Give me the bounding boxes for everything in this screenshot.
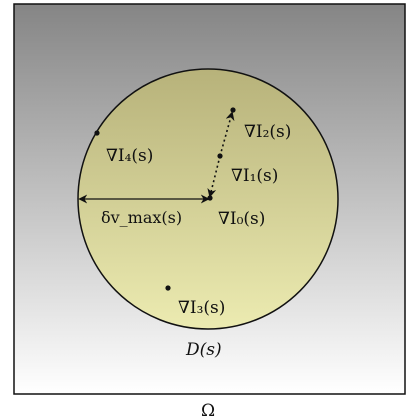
label-omega: Ω (201, 401, 215, 420)
label-g2: ∇I₂(s) (244, 122, 291, 142)
point-g2 (230, 107, 236, 113)
point-g0 (207, 195, 213, 201)
label-g0: ∇I₀(s) (218, 209, 265, 229)
label-g3: ∇I₃(s) (178, 298, 225, 318)
label-g1: ∇I₁(s) (231, 166, 278, 186)
dotted-arrow-to-g0 (207, 155, 221, 198)
point-g4 (94, 130, 100, 136)
label-g4: ∇I₄(s) (106, 146, 153, 166)
label-radius: δv_max(s) (101, 208, 182, 227)
point-g3 (165, 285, 171, 291)
label-domain: D(s) (185, 340, 222, 360)
point-g1 (217, 153, 223, 159)
